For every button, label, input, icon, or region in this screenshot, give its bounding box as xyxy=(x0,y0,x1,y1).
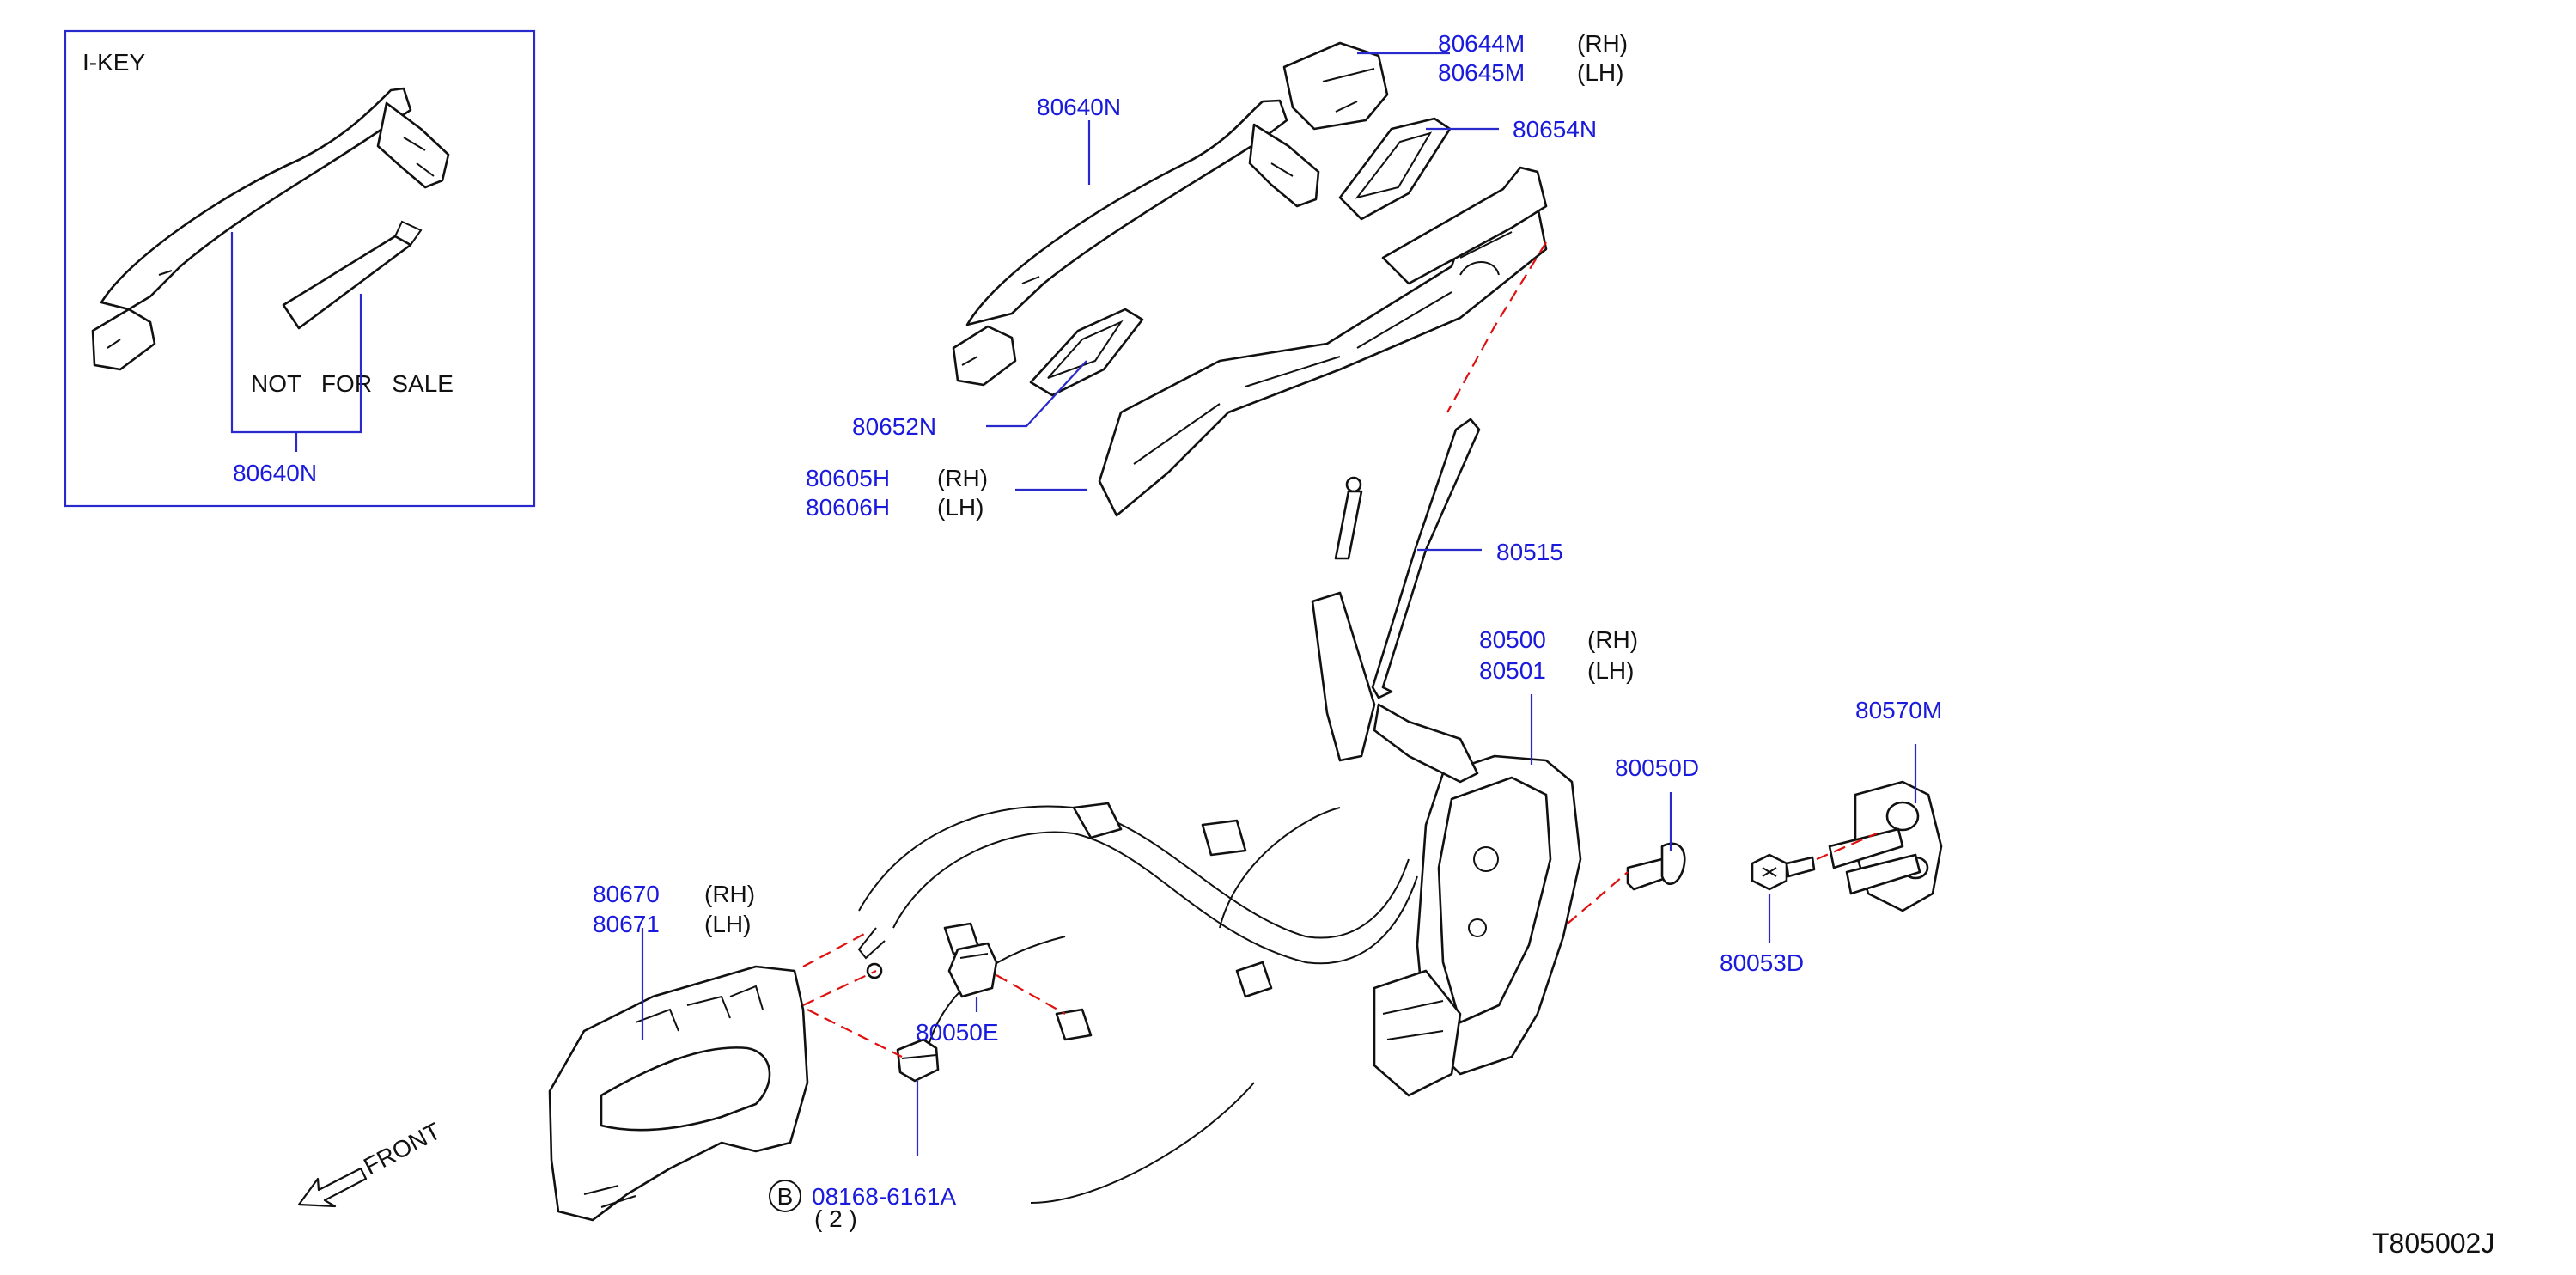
front-gasket xyxy=(1338,117,1452,221)
inside-clip xyxy=(947,942,998,998)
label-80670-side: (RH) xyxy=(704,881,755,907)
bolt-marker-letter: B xyxy=(777,1183,794,1210)
striker-screw xyxy=(1751,853,1816,891)
label-80050d: 80050D xyxy=(1615,754,1699,781)
label-80671-side: (LH) xyxy=(704,911,751,937)
label-80053d: 80053D xyxy=(1720,949,1804,976)
label-80500-side: (RH) xyxy=(1587,626,1638,653)
label-80654n: 80654N xyxy=(1513,116,1597,143)
cable-upper xyxy=(1311,476,1376,762)
rear-gasket xyxy=(1029,308,1144,397)
diagram-code: T805002J xyxy=(2372,1228,2494,1259)
inset-handle-drawing xyxy=(91,87,450,371)
outside-handle xyxy=(952,99,1320,387)
label-80501: 80501 xyxy=(1479,657,1546,684)
label-80671: 80671 xyxy=(593,911,660,937)
label-80570m: 80570M xyxy=(1855,697,1942,723)
label-80652n: 80652N xyxy=(852,413,936,440)
front-label: FRONT xyxy=(359,1118,445,1180)
leader-lines xyxy=(641,52,1917,1156)
label-80605h-side: (RH) xyxy=(937,465,988,491)
label-80501-side: (LH) xyxy=(1587,657,1634,684)
label-80605h: 80605H xyxy=(806,465,890,491)
label-80670: 80670 xyxy=(593,881,660,907)
label-80606h: 80606H xyxy=(806,494,890,521)
front-direction-indicator: FRONT xyxy=(297,1118,445,1208)
inset-part-number: 80640N xyxy=(233,460,317,486)
label-80050e: 80050E xyxy=(916,1019,999,1046)
bolt-marker-circle xyxy=(769,1180,801,1212)
label-80640n: 80640N xyxy=(1037,94,1121,120)
rod-80515 xyxy=(1371,418,1481,699)
lock-screw xyxy=(1626,842,1686,891)
label-bolt-qty: ( 2 ) xyxy=(814,1205,857,1232)
handle-cap xyxy=(1282,41,1389,131)
door-striker xyxy=(1828,780,1943,912)
label-08168-6161a: 08168-6161A xyxy=(812,1183,956,1210)
labels: 80640N 80644M (RH) 80645M (LH) 80654N 80… xyxy=(593,30,1942,1232)
label-80606h-side: (LH) xyxy=(937,494,984,521)
inset-note: NOT FOR SALE xyxy=(251,370,454,397)
inside-bolt xyxy=(896,1038,940,1083)
cable-loops xyxy=(857,802,1418,1204)
label-80644m: 80644M xyxy=(1438,30,1525,57)
label-80645m: 80645M xyxy=(1438,59,1525,86)
hidden-lines xyxy=(802,241,1878,1058)
inside-handle xyxy=(548,965,809,1222)
inset-title: I-KEY xyxy=(82,49,145,76)
ikey-inset: I-KEY NOT FOR SALE 80640N xyxy=(64,29,536,508)
label-80645m-side: (LH) xyxy=(1577,59,1623,86)
door-lock-actuator xyxy=(1373,703,1582,1097)
label-80515: 80515 xyxy=(1496,539,1563,565)
front-arrow-icon xyxy=(297,1167,368,1208)
handle-bracket xyxy=(1098,166,1548,517)
label-80500: 80500 xyxy=(1479,626,1546,653)
inset-key-blade xyxy=(282,220,423,330)
label-80644m-side: (RH) xyxy=(1577,30,1628,57)
